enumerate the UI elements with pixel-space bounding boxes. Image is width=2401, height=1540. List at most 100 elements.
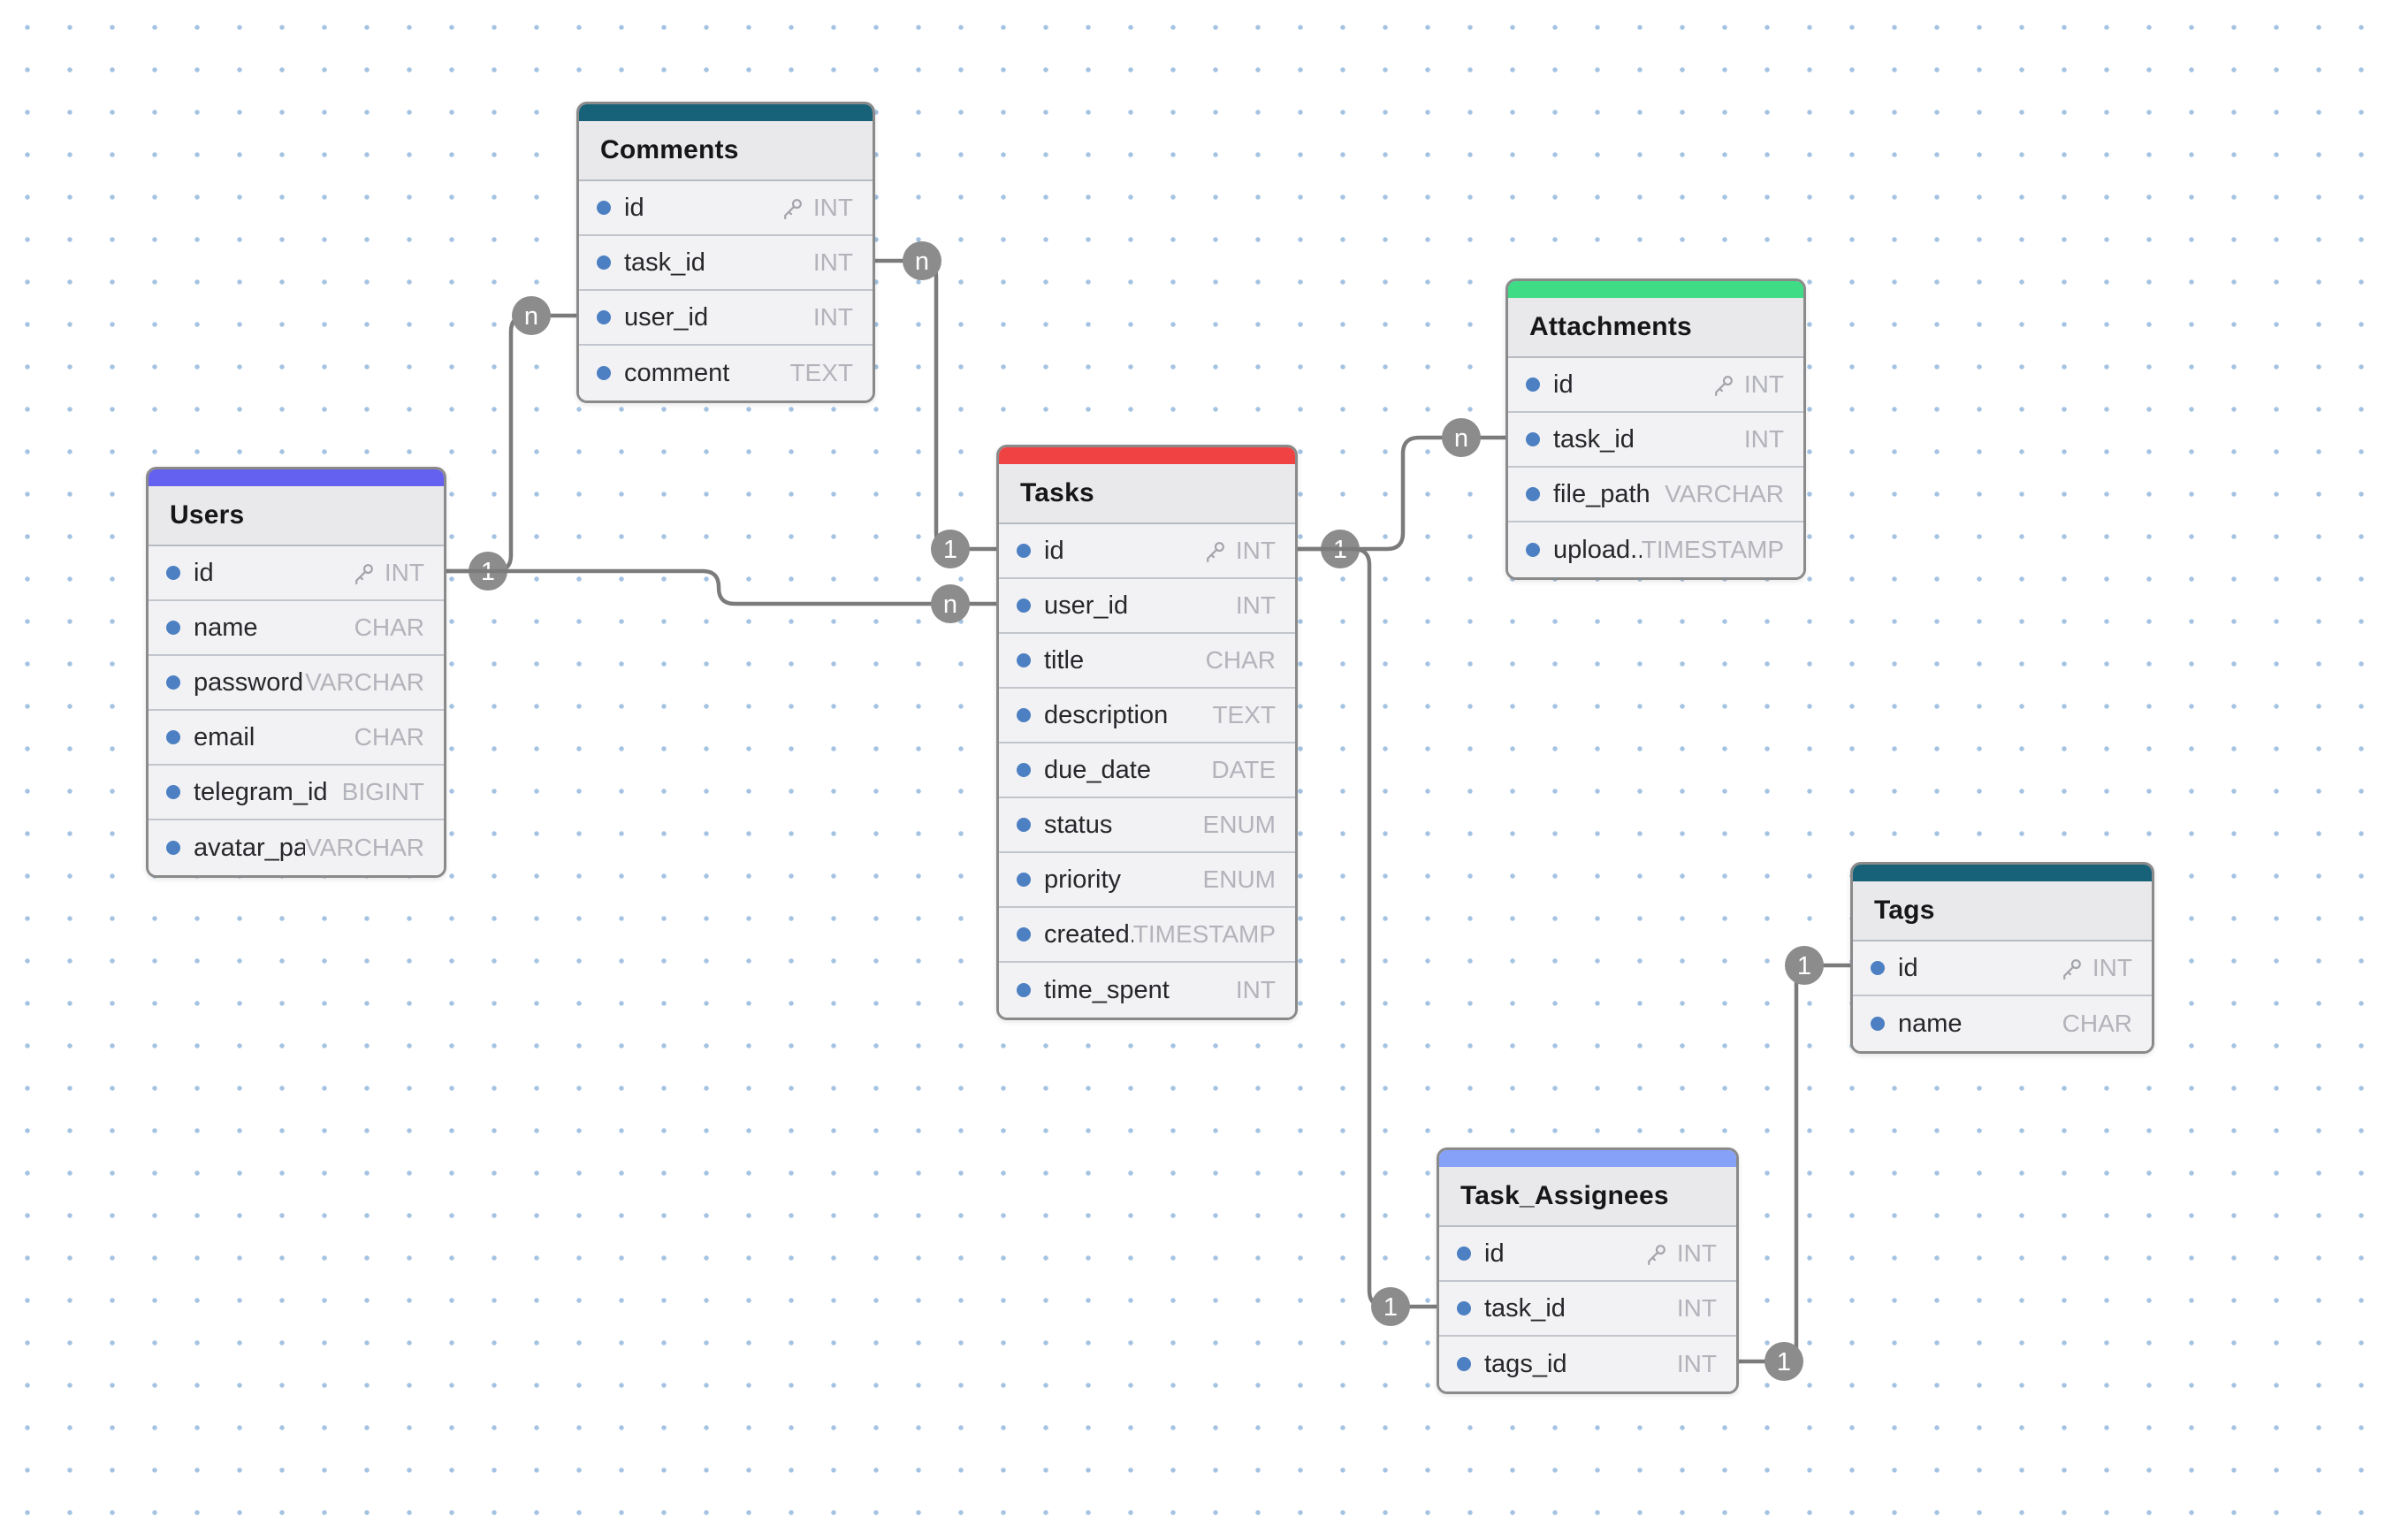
field-name: name: [194, 613, 258, 642]
table-header[interactable]: Task_Assignees: [1439, 1167, 1736, 1227]
primary-key-icon: [1207, 541, 1224, 562]
field-row-attachments-id[interactable]: id INT: [1508, 358, 1803, 413]
field-name: id: [1898, 953, 1918, 982]
field-name: id: [1553, 370, 1574, 399]
field-dot: [1526, 487, 1540, 501]
field-dot: [166, 621, 180, 635]
field-name: email: [194, 722, 255, 751]
field-meta: INT: [813, 248, 853, 277]
table-header[interactable]: Users: [149, 486, 444, 546]
field-name: id: [1484, 1239, 1505, 1268]
comments-accent-bar: [579, 104, 873, 121]
field-dot: [597, 366, 611, 380]
table-header[interactable]: Attachments: [1508, 298, 1803, 358]
table-header[interactable]: Tasks: [999, 464, 1295, 524]
relationship-users-id-to-comments-user-id[interactable]: [444, 313, 579, 574]
relationship-comments-task-id-to-tasks-id[interactable]: [873, 258, 999, 552]
field-meta: INT: [350, 559, 424, 587]
field-row-attachments-upload[interactable]: upload...TIMESTAMP: [1508, 522, 1803, 577]
table-header[interactable]: Tags: [1853, 881, 2152, 942]
cardinality-badge: n: [931, 584, 970, 623]
field-row-comments-id[interactable]: id INT: [579, 181, 873, 236]
table-title: Users: [170, 500, 245, 530]
field-row-users-avatar-pa[interactable]: avatar_pa...VARCHAR: [149, 820, 444, 875]
field-name: telegram_id: [194, 777, 328, 806]
field-row-task-assignees-task-id[interactable]: task_id INT: [1439, 1282, 1736, 1337]
field-name: task_id: [1553, 424, 1635, 454]
primary-key-icon: [1648, 1244, 1665, 1265]
field-dot: [597, 255, 611, 270]
field-meta: INT: [1710, 370, 1784, 399]
table-header[interactable]: Comments: [579, 121, 873, 181]
field-dot: [1457, 1246, 1471, 1261]
table-title: Comments: [600, 135, 739, 164]
field-name: password: [194, 667, 304, 697]
field-row-task-assignees-id[interactable]: id INT: [1439, 1227, 1736, 1282]
table-title: Tags: [1874, 896, 1935, 925]
primary-key-icon: [784, 198, 802, 219]
cardinality-badge-circle: [903, 241, 941, 280]
field-type: INT: [1676, 1239, 1717, 1267]
relationship-tasks-id-to-task-assignees-task-id[interactable]: [1295, 546, 1439, 1309]
cardinality-badge-label: n: [1454, 424, 1468, 453]
field-type: INT: [1676, 1294, 1717, 1322]
task-assignees-accent-bar: [1439, 1150, 1736, 1167]
field-name: id: [624, 193, 644, 222]
relationship-users-id-to-tasks-user-id[interactable]: [444, 568, 999, 606]
field-name: task_id: [1484, 1293, 1566, 1323]
field-meta: TIMESTAMP: [1133, 920, 1276, 949]
users-accent-bar: [149, 469, 444, 486]
field-dot: [1526, 432, 1540, 446]
cardinality-badge-circle: [931, 584, 970, 623]
primary-key-icon: [2063, 958, 2081, 980]
relationship-tasks-id-to-attachments-task-id[interactable]: [1295, 435, 1508, 552]
field-type: INT: [812, 248, 853, 276]
field-row-tasks-created[interactable]: created...TIMESTAMP: [999, 908, 1295, 963]
field-meta: INT: [779, 194, 853, 222]
field-meta: VARCHAR: [1665, 480, 1784, 508]
field-name: file_path: [1553, 479, 1650, 508]
attachments-accent-bar: [1508, 281, 1803, 298]
table-title: Tasks: [1020, 478, 1094, 507]
field-meta: INT: [1236, 976, 1276, 1004]
field-type: INT: [1743, 370, 1784, 398]
field-meta: INT: [813, 303, 853, 332]
field-meta: CHAR: [1206, 646, 1276, 675]
field-dot: [166, 730, 180, 744]
cardinality-badge: 1: [1785, 946, 1824, 985]
field-row-users-email[interactable]: email CHAR: [149, 711, 444, 766]
field-type: CHAR: [354, 723, 424, 751]
field-type: INT: [1235, 591, 1276, 619]
field-dot: [1457, 1301, 1471, 1315]
field-name: priority: [1044, 865, 1122, 894]
relationship-tags-id-to-task-assignees-tags-id[interactable]: [1736, 963, 1853, 1364]
cardinality-badge-circle: [1765, 1342, 1803, 1381]
field-row-attachments-file-path[interactable]: file_path VARCHAR: [1508, 468, 1803, 522]
